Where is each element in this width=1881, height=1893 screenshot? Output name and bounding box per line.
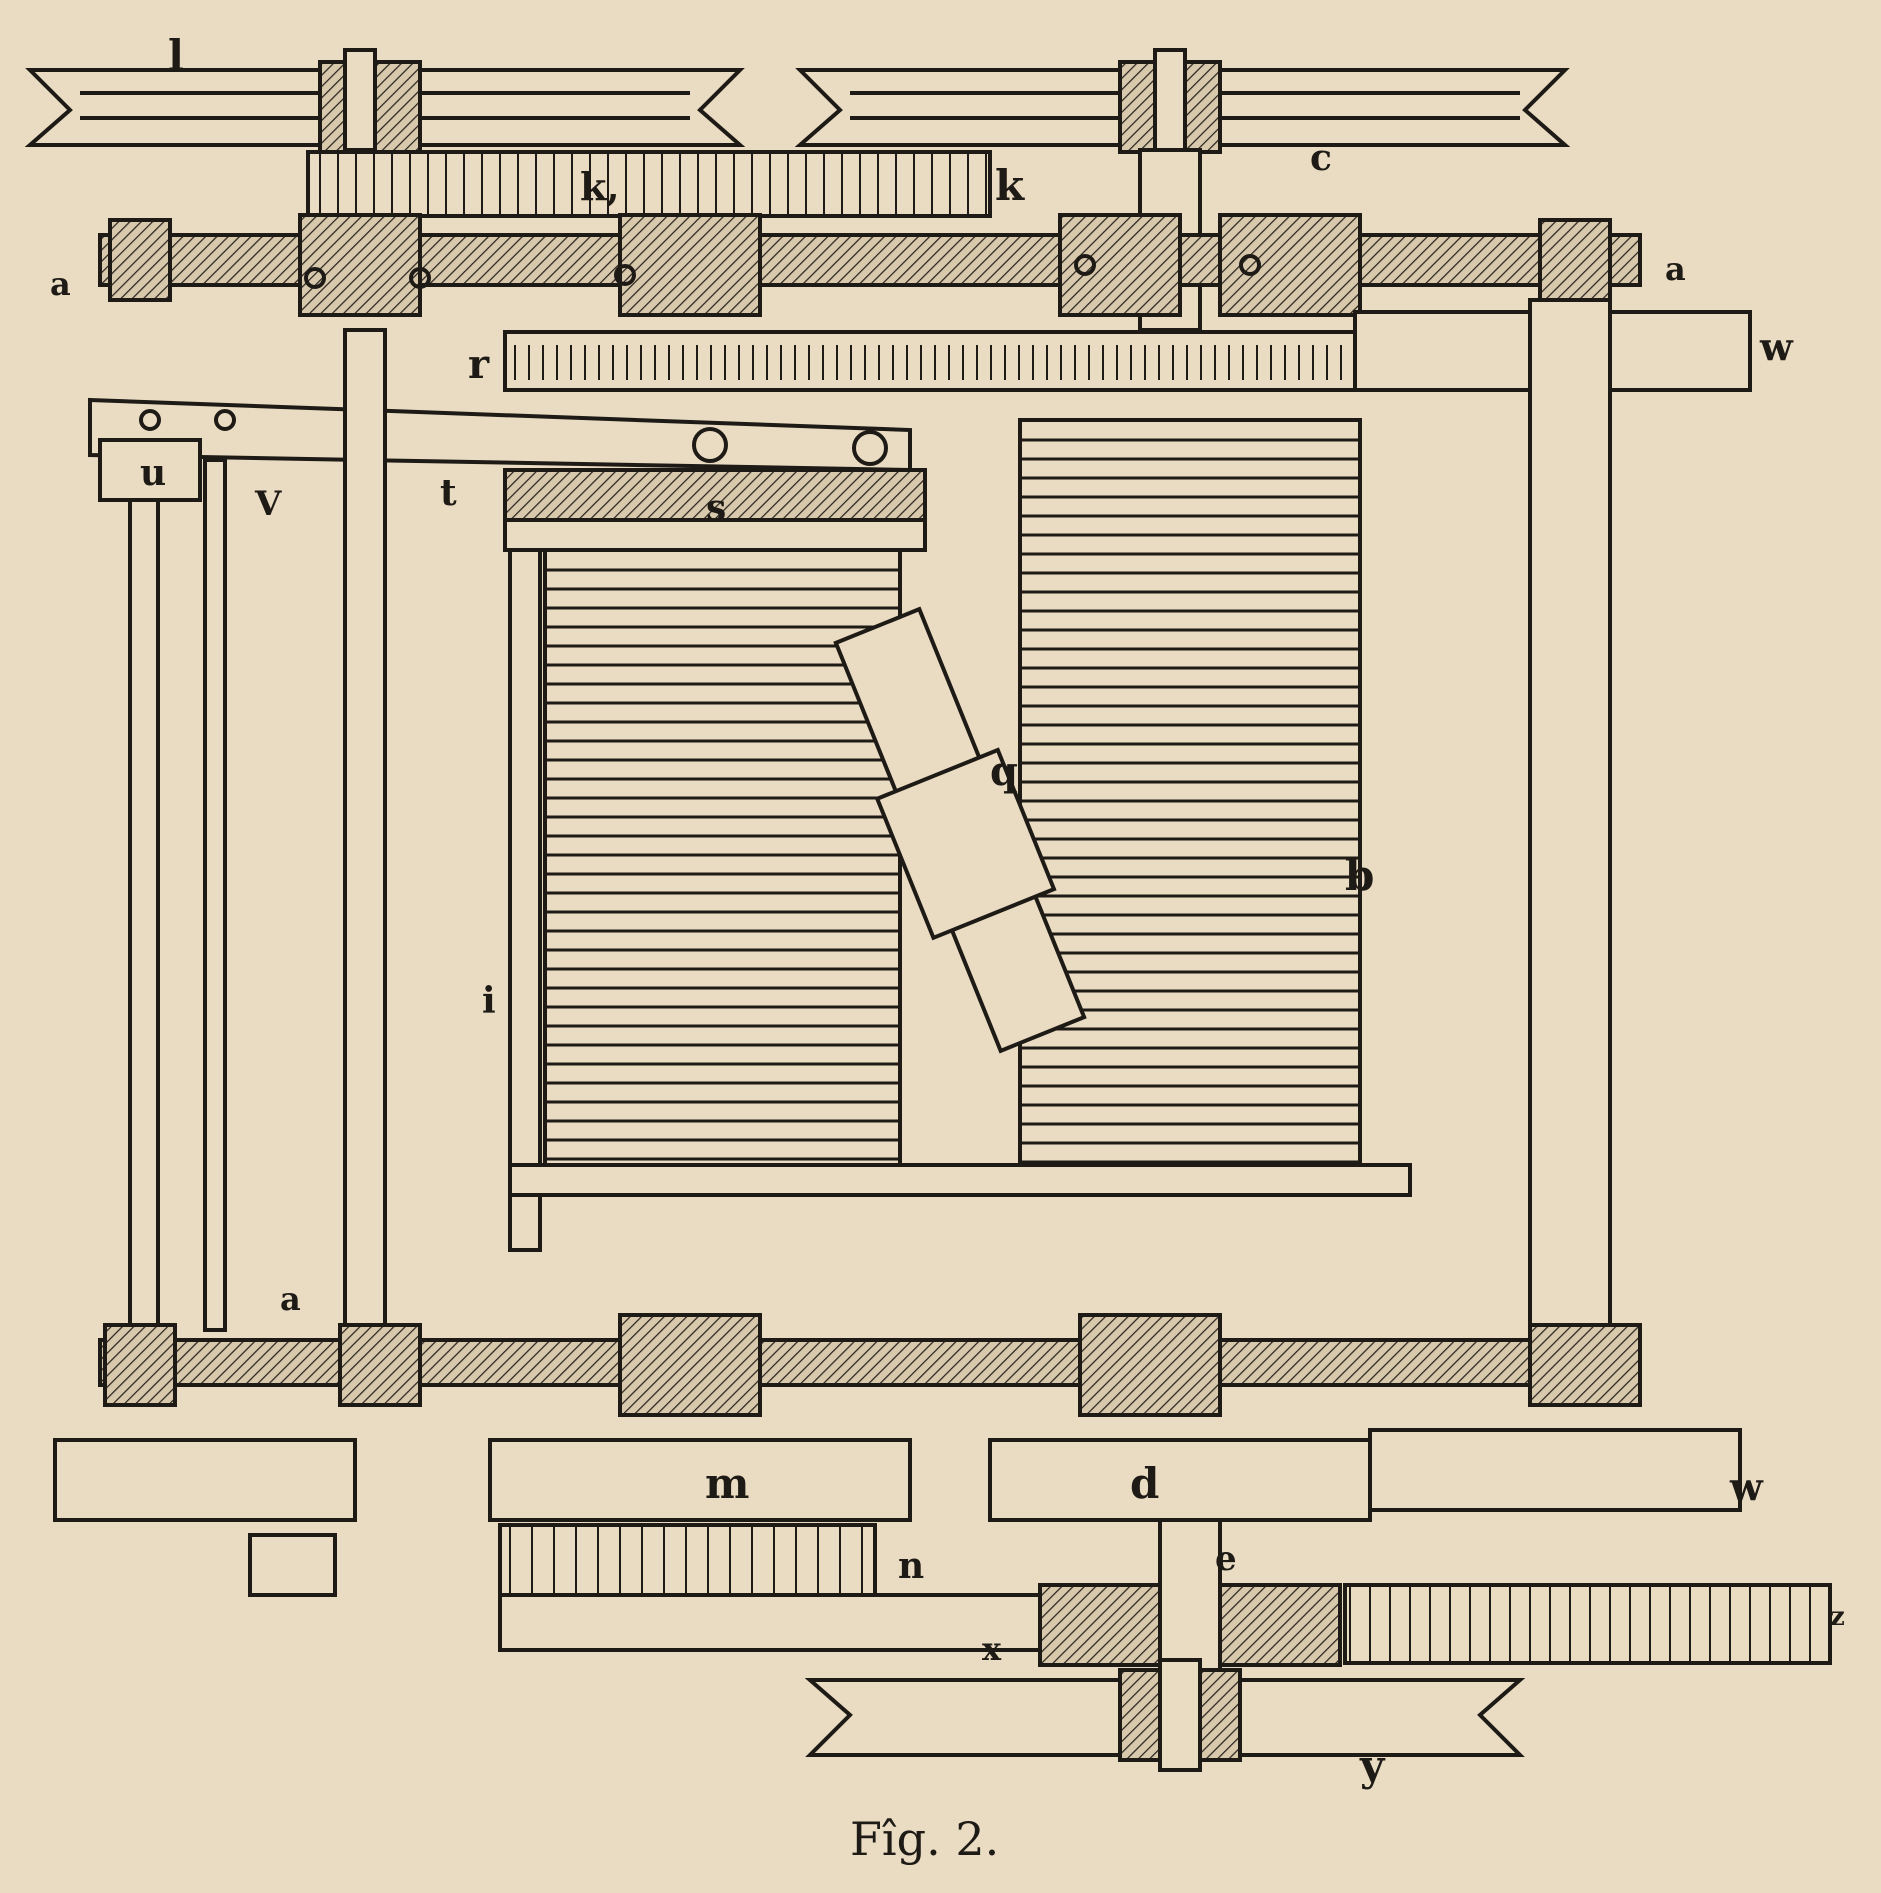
label-a-top-right: a bbox=[1665, 250, 1686, 288]
label-m: m bbox=[705, 1459, 749, 1508]
label-k1: k, bbox=[580, 164, 620, 209]
drum-b bbox=[1018, 418, 1362, 1167]
label-q: q bbox=[990, 748, 1018, 795]
gear-n bbox=[498, 1523, 877, 1597]
bottom-frame bbox=[98, 1338, 1642, 1387]
label-x: x bbox=[982, 1630, 1002, 1668]
label-e: e bbox=[1215, 1539, 1237, 1579]
gear-z bbox=[1343, 1583, 1832, 1665]
label-t: t bbox=[440, 472, 457, 514]
label-l: l bbox=[168, 31, 184, 80]
label-s: s bbox=[706, 487, 726, 529]
pulley-left-bottom bbox=[53, 1438, 357, 1522]
shuttle-q bbox=[833, 606, 1087, 1054]
label-u: u bbox=[140, 452, 166, 494]
label-c: c bbox=[1310, 137, 1332, 179]
pulley-w-bottom bbox=[1368, 1428, 1742, 1512]
label-d: d bbox=[1130, 1459, 1159, 1508]
label-y: y bbox=[1359, 1741, 1386, 1790]
gear-k bbox=[306, 150, 992, 218]
label-k: k bbox=[995, 161, 1025, 210]
label-v: V bbox=[254, 484, 282, 524]
u-block bbox=[98, 438, 202, 502]
label-b: b bbox=[1345, 851, 1374, 900]
pulley-d bbox=[988, 1438, 1372, 1522]
pulley-m bbox=[488, 1438, 912, 1522]
label-a-bottom: a bbox=[280, 1280, 301, 1318]
label-i: i bbox=[482, 980, 496, 1022]
label-n: n bbox=[898, 1545, 924, 1587]
label-z: z bbox=[1830, 1602, 1845, 1632]
figure-caption: Fîg. 2. bbox=[850, 1812, 999, 1866]
label-w-bottom: w bbox=[1729, 1464, 1764, 1509]
label-w-top: w bbox=[1759, 324, 1794, 369]
label-a-top-left: a bbox=[50, 265, 71, 303]
label-r: r bbox=[468, 341, 490, 388]
